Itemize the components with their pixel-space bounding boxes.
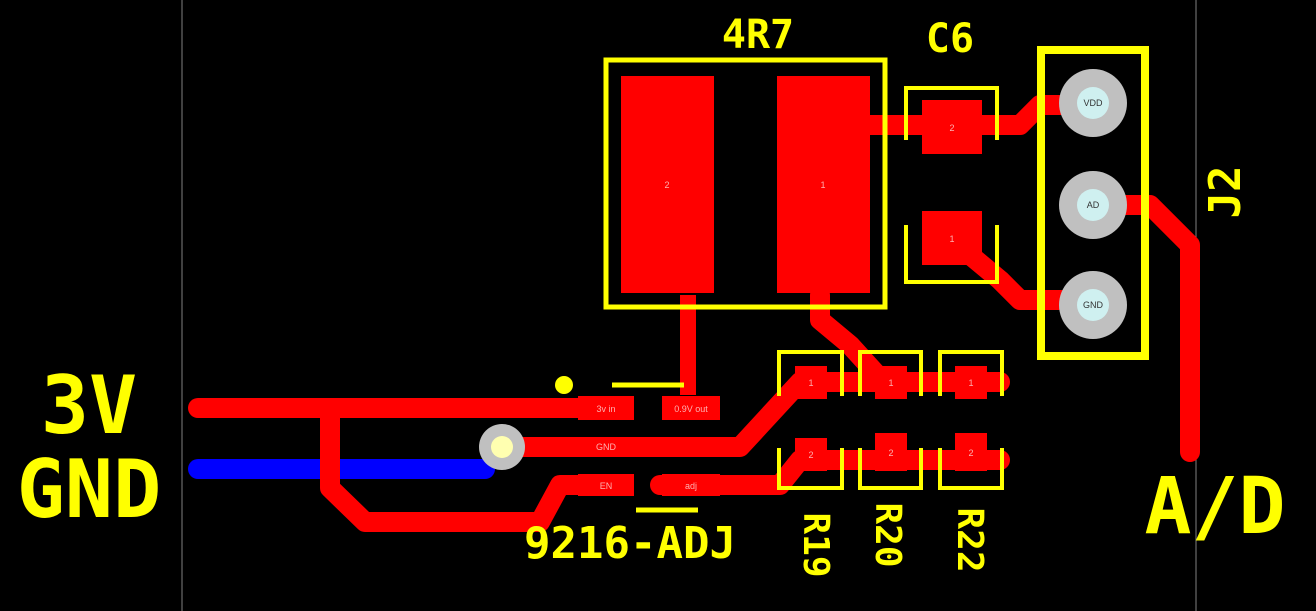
- c6-pad-1[interactable]: [922, 211, 982, 265]
- trace-c6-to-vdd[interactable]: [855, 95, 1103, 135]
- r19-pad-2-label: 2: [808, 450, 813, 460]
- regulator-pad-en-label: EN: [600, 481, 613, 491]
- r22-refdes: R22: [949, 507, 990, 572]
- net-label-gnd: GND: [17, 443, 162, 536]
- r19-outline-top: [777, 350, 844, 396]
- c6-refdes: C6: [926, 16, 974, 62]
- r22-outline-bottom: [938, 448, 1004, 490]
- c6-pad-2[interactable]: [922, 100, 982, 154]
- regulator-pad-09out-label: 0.9V out: [674, 404, 708, 414]
- r19-pad-1[interactable]: [795, 366, 827, 399]
- r22-pad-1-label: 1: [968, 378, 973, 388]
- trace-gnd-to-r19[interactable]: [495, 372, 810, 457]
- inductor-pad-2-label: 2: [664, 180, 669, 190]
- r20-refdes: R20: [867, 502, 908, 567]
- gnd-via-hole: [491, 436, 513, 458]
- net-label-ad: A/D: [1145, 462, 1286, 552]
- c6-outline-top: [904, 86, 999, 140]
- regulator-pad-adj-label: adj: [685, 481, 697, 491]
- c6-pad-1-label: 1: [949, 234, 954, 244]
- inductor-pad-2[interactable]: [621, 76, 714, 293]
- net-label-3v: 3V: [41, 359, 137, 452]
- inductor-pad-1[interactable]: [777, 76, 870, 293]
- r22-pad-2[interactable]: [955, 433, 987, 471]
- regulator-pad-gnd-label: GND: [596, 442, 617, 452]
- j2-pin-vdd-hole: [1077, 87, 1109, 119]
- r20-pad-1[interactable]: [875, 366, 907, 399]
- regulator-pad-en[interactable]: [578, 474, 634, 496]
- r22-pad-2-label: 2: [968, 448, 973, 458]
- r22-outline-top: [938, 350, 1004, 396]
- j2-pin-vdd-label: VDD: [1083, 98, 1103, 108]
- r22-pad-1[interactable]: [955, 366, 987, 399]
- regulator-pad-3vin-label: 3v in: [596, 404, 615, 414]
- c6-pad-2-label: 2: [949, 123, 954, 133]
- r20-outline-bottom: [858, 448, 923, 490]
- j2-pin-ad-label: AD: [1087, 200, 1100, 210]
- inductor-pad-1-label: 1: [820, 180, 825, 190]
- r20-pad-1-label: 1: [888, 378, 893, 388]
- regulator-pad-3vin[interactable]: [578, 396, 634, 420]
- r20-pad-2[interactable]: [875, 433, 907, 471]
- inductor-outline: [603, 57, 888, 310]
- j2-outline: [1037, 46, 1149, 360]
- r19-outline-bottom: [777, 448, 844, 490]
- r20-pad-2-label: 2: [888, 448, 893, 458]
- r19-refdes: R19: [795, 512, 836, 577]
- inductor-refdes: 4R7: [722, 12, 794, 58]
- r20-outline-top: [858, 350, 923, 396]
- j2-pin-gnd-label: GND: [1083, 300, 1104, 310]
- j2-pin-ad-hole: [1077, 189, 1109, 221]
- j2-refdes: J2: [1200, 166, 1251, 219]
- regulator-refdes: 9216-ADJ: [524, 518, 736, 569]
- regulator-pad-adj[interactable]: [662, 474, 720, 496]
- j2-pin-gnd-hole: [1077, 289, 1109, 321]
- r19-pad-1-label: 1: [808, 378, 813, 388]
- c6-outline-bottom: [904, 225, 999, 284]
- regulator-pin1-marker: [555, 376, 573, 394]
- trace-3v-to-en[interactable]: [320, 398, 610, 532]
- r19-pad-2[interactable]: [795, 438, 827, 471]
- regulator-pad-09out[interactable]: [662, 396, 720, 420]
